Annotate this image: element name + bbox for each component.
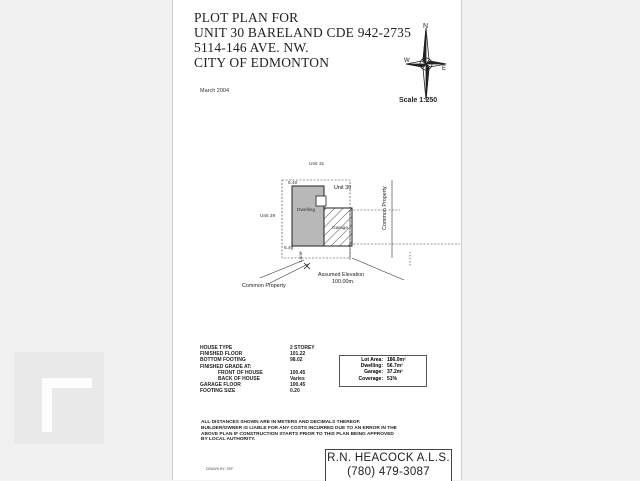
lot-detail-key: Dwelling: (360, 363, 383, 370)
house-detail-row: FINISHED GRADE AT: (200, 364, 315, 370)
lot-detail-key: Lot Area: (361, 357, 383, 363)
house-detail-row: HOUSE TYPE 2 STOREY (200, 345, 315, 351)
lane-label: Lane (299, 251, 304, 262)
house-detail-key: BACK OF HOUSE (218, 376, 260, 383)
title-line-4: CITY OF EDMONTON (194, 55, 330, 70)
dwelling-label: Dwelling (297, 208, 316, 213)
dim-top: 6.40 (288, 181, 298, 186)
surveyor-title-block: R.N. HEACOCK A.L.S. (780) 479-3087 (325, 449, 452, 481)
lot-detail-value: 51% (387, 375, 398, 382)
watermark-logo (14, 352, 104, 444)
surveyor-name: R.N. HEACOCK A.L.S. (327, 452, 450, 464)
lot-detail-key: Garage: (364, 369, 383, 376)
watermark-logo-mark (42, 378, 92, 432)
common-property-bottom-label: Common Property (242, 283, 286, 289)
lot-detail-row: Garage: 37.2m² (343, 369, 423, 375)
house-detail-value: Varies (290, 376, 305, 383)
house-detail-value: 100.45 (290, 369, 306, 376)
note-line-1: ALL DISTANCES SHOWN ARE IN METERS AND DE… (201, 420, 361, 425)
house-detail-value: 100.45 (290, 382, 306, 389)
surveyor-phone: (780) 479-3087 (347, 466, 430, 478)
house-detail-key: HOUSE TYPE (200, 345, 233, 351)
house-detail-value: 0.20 (290, 388, 300, 395)
plan-notes: ALL DISTANCES SHOWN ARE IN METERS AND DE… (201, 420, 441, 443)
title-line-3: 5114-146 AVE. NW. (194, 40, 309, 55)
unit-left-label: Unit 29 (260, 214, 276, 219)
plan-scale: Scale 1:250 (399, 97, 438, 104)
note-line-2: BUILDER/OWNER IS LIABLE FOR ANY COSTS IN… (201, 425, 397, 431)
house-detail-row: FRONT OF HOUSE 100.45 (200, 370, 315, 376)
house-detail-value: 98.02 (290, 357, 303, 364)
compass-e-label: E (442, 66, 446, 72)
lot-detail-row: Dwelling: 56.7m² (343, 363, 423, 369)
lot-detail-key: Coverage: (358, 375, 383, 382)
compass-n-label: N (423, 23, 428, 30)
house-detail-key: FINISHED FLOOR (200, 351, 243, 358)
lot-detail-row: Lot Area: 186.0m² (343, 357, 423, 363)
assumed-elevation-label: Assumed Elevation (318, 272, 365, 278)
lot-detail-value: 37.2m² (387, 369, 403, 376)
common-property-right-label: Common Property (382, 186, 388, 230)
lot-detail-value: 56.7m² (387, 363, 403, 370)
north-arrow-compass-icon: N W E (404, 23, 447, 101)
drawn-by: DRAWN BY: SEF (206, 467, 234, 471)
title-line-2: UNIT 30 BARELAND CDE 942-2735 (194, 25, 412, 40)
note-line-4: BY LOCAL AUTHORITY. (201, 437, 256, 443)
house-detail-row: BACK OF HOUSE Varies (200, 376, 315, 382)
house-detail-row: FINISHED FLOOR 101.22 (200, 351, 315, 357)
house-detail-key: FOOTING SIZE (200, 388, 236, 395)
garage-label: Garage (332, 226, 348, 231)
house-detail-value: 2 STOREY (290, 345, 315, 351)
lot-detail-row: Coverage: 51% (343, 376, 423, 382)
page-background-right (460, 0, 640, 480)
site-plan-drawing: Unit 31 6.40 6.40 Unit 29 Unit 30 Dwelli… (172, 150, 460, 300)
lot-detail-value: 186.0m² (387, 357, 406, 363)
house-detail-key: FRONT OF HOUSE (218, 369, 263, 376)
house-detail-key: GARAGE FLOOR (200, 382, 241, 389)
house-detail-row: FOOTING SIZE 0.20 (200, 388, 315, 394)
title-line-1: PLOT PLAN FOR (194, 10, 299, 25)
note-line-3: ABOVE PLAN IF CONSTRUCTION STARTS PRIOR … (201, 431, 394, 437)
lot-coverage-box: Lot Area: 186.0m² Dwelling: 56.7m² Garage: 37… (339, 355, 427, 387)
plan-title: PLOT PLAN FOR UNIT 30 BARELAND CDE 942-2… (194, 10, 412, 70)
house-detail-row: GARAGE FLOOR 100.45 (200, 382, 315, 388)
plan-date: March 2004 (200, 88, 230, 94)
elevation-value: 100.00m. (332, 279, 355, 285)
compass-w-label: W (404, 58, 410, 64)
unit-above-label: Unit 31 (309, 162, 325, 167)
house-detail-row: BOTTOM FOOTING 98.02 (200, 357, 315, 363)
site-plan-lines (259, 179, 460, 285)
house-detail-key: BOTTOM FOOTING (200, 357, 246, 364)
unit-30-label: Unit 30 (334, 185, 352, 191)
house-detail-key: FINISHED GRADE AT: (200, 363, 252, 370)
house-detail-value: 101.22 (290, 351, 306, 358)
dim-bottom: 6.40 (284, 246, 294, 251)
